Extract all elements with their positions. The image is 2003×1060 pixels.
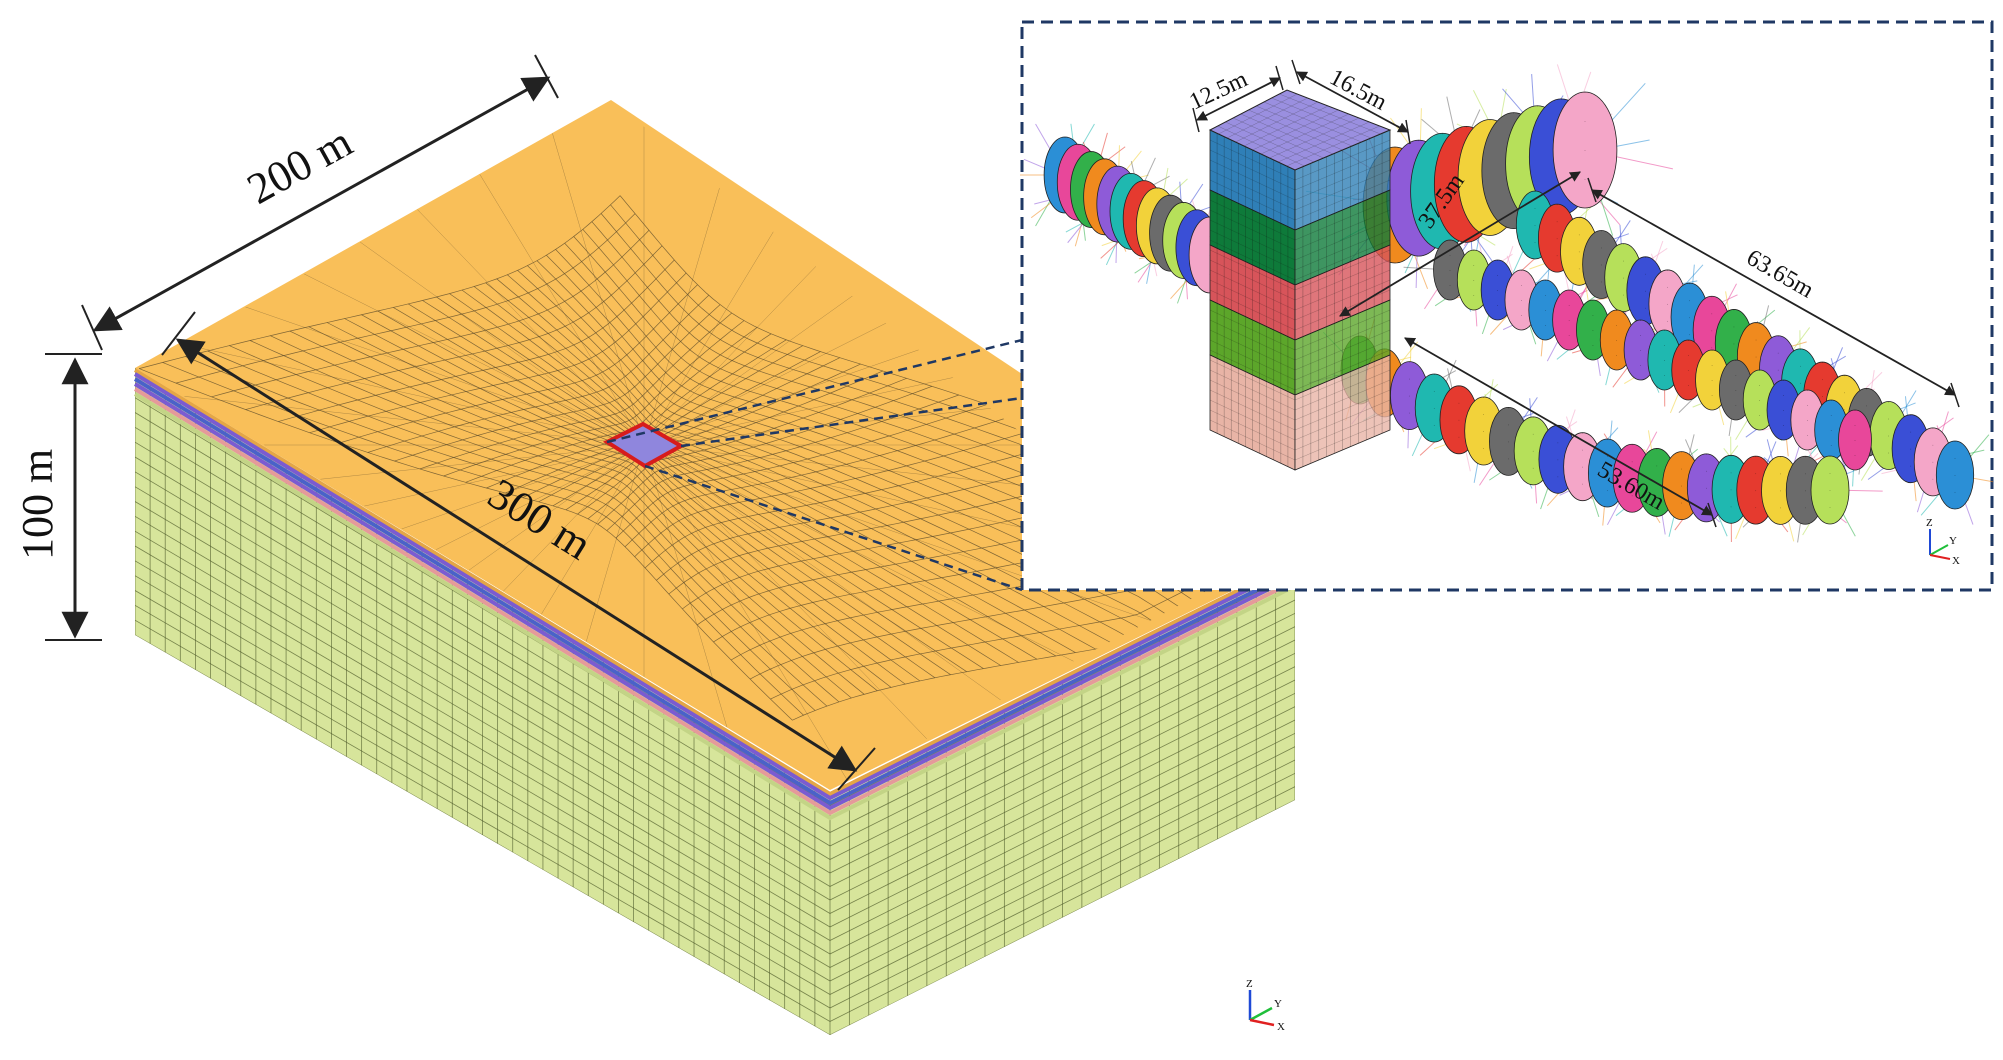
z-axis-label: Z bbox=[1926, 517, 1933, 529]
detail-inset: 12.5m 16.5m 37.5m 63.65m 53.60m bbox=[1020, 20, 1994, 592]
x-axis-icon bbox=[1929, 554, 1951, 560]
inset-axis-triad: Z Y X bbox=[1926, 517, 1960, 567]
main-axis-triad: Z Y X bbox=[1246, 978, 1285, 1033]
callout-connector-lines bbox=[606, 338, 1023, 592]
width-dimension-label: 200 m bbox=[239, 117, 360, 214]
y-axis-icon bbox=[1929, 544, 1949, 556]
vertical-shaft bbox=[1208, 89, 1392, 471]
depth-dimension-label: 100 m bbox=[13, 449, 62, 560]
y-axis-label: Y bbox=[1274, 998, 1282, 1010]
x-axis-label: X bbox=[1277, 1021, 1285, 1033]
z-axis-label: Z bbox=[1246, 978, 1253, 990]
x-axis-icon bbox=[1249, 1018, 1275, 1027]
shaft-level-right bbox=[1294, 354, 1391, 471]
y-axis-label: Y bbox=[1949, 535, 1957, 547]
depth-dimension: 100 m bbox=[13, 353, 102, 641]
y-axis-icon bbox=[1249, 1006, 1273, 1022]
x-axis-label: X bbox=[1952, 555, 1960, 567]
